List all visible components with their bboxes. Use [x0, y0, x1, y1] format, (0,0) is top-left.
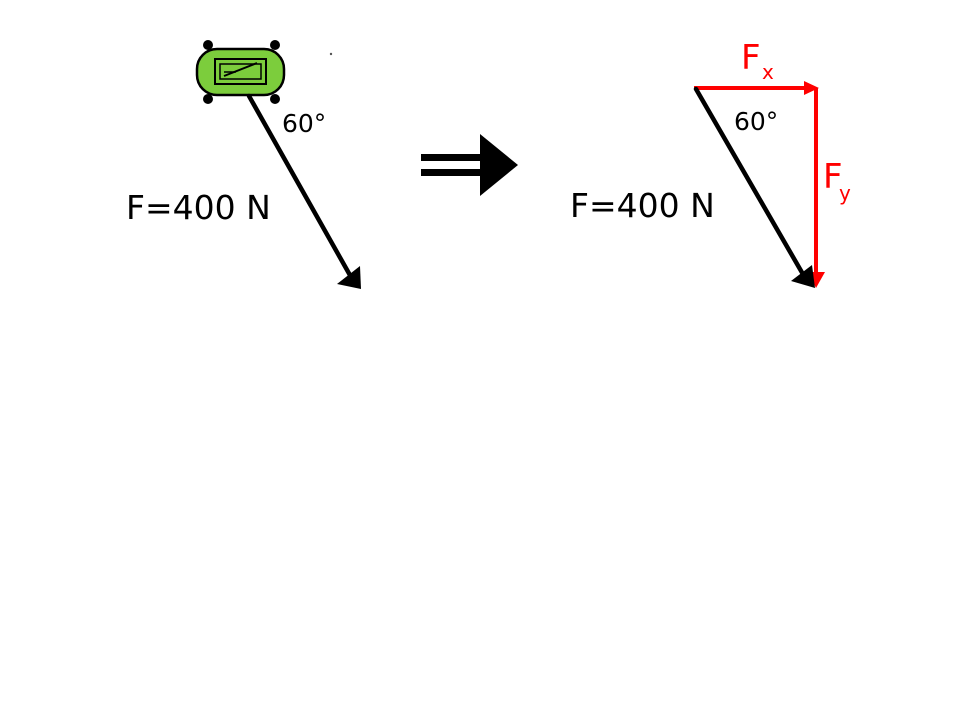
left-panel: 60° F=400 N	[126, 40, 361, 289]
left-force-arrowhead	[337, 266, 361, 289]
right-force-label: F=400 N	[570, 186, 715, 225]
svg-text:y: y	[839, 181, 851, 205]
fx-component-vector	[694, 81, 819, 95]
right-panel: 60° F=400 N F x F y	[570, 38, 851, 288]
right-force-vector	[693, 86, 815, 288]
cart-body	[195, 47, 286, 97]
fx-arrowhead	[804, 81, 819, 95]
speck-dot	[329, 52, 333, 56]
right-force-arrowhead	[791, 265, 815, 288]
fx-label: F x	[741, 38, 774, 84]
double-arrow-right-icon	[421, 134, 518, 196]
svg-text:x: x	[762, 60, 774, 84]
sled-cart-icon	[195, 40, 286, 104]
fy-label: F y	[823, 157, 851, 205]
left-force-vector	[246, 93, 361, 289]
svg-text:F: F	[741, 38, 761, 78]
svg-text:F: F	[823, 157, 843, 197]
left-angle-label: 60°	[282, 109, 326, 138]
right-angle-label: 60°	[734, 107, 778, 136]
left-force-label: F=400 N	[126, 188, 271, 227]
